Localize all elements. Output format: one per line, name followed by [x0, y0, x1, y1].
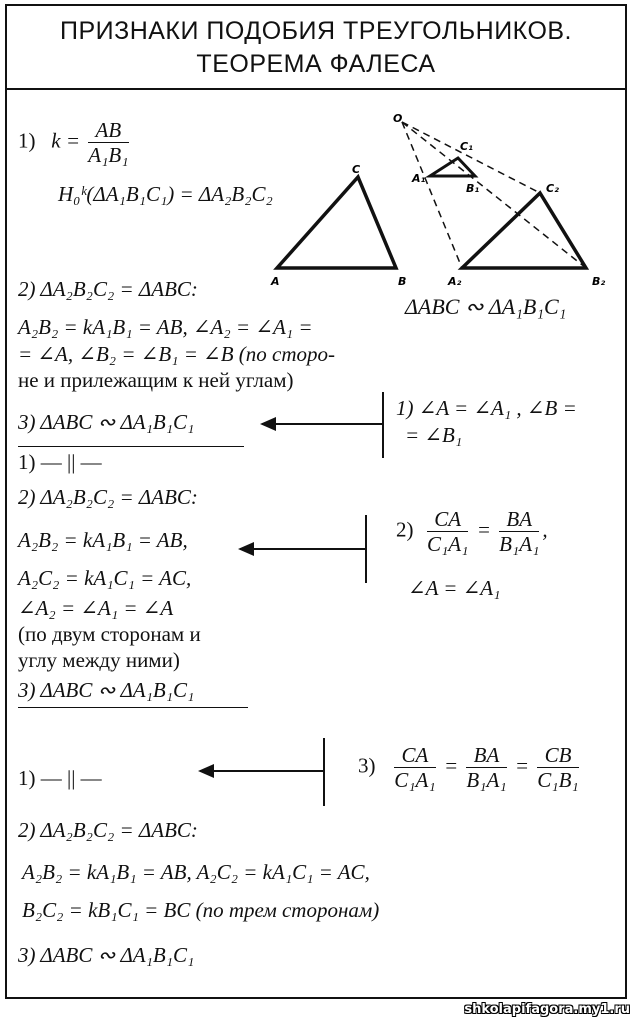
proof2-line-a: A₂B₂ = kA₁B₁ = AB,	[18, 528, 188, 552]
label-c: C	[352, 163, 360, 176]
label-o: O	[393, 112, 402, 125]
proof2-step1: 1) — || —	[18, 450, 102, 474]
arrow-left-icon	[238, 542, 365, 556]
proof1-underline	[18, 446, 244, 447]
proof1-condition-1: 1) ∠A = ∠A₁ , ∠B =	[396, 396, 577, 420]
divider-line	[323, 738, 325, 806]
proof2-line-c: ∠A₂ = ∠A₁ = ∠A	[18, 596, 174, 620]
title-line-2: ТЕОРЕМА ФАЛЕСА	[196, 50, 436, 78]
proof3-step1: 1) — || —	[18, 766, 102, 790]
proof1-homothety: H₀ᵏ(ΔA₁B₁C₁) = ΔA₂B₂C₂	[58, 182, 273, 206]
title-box: ПРИЗНАКИ ПОДОБИЯ ТРЕУГОЛЬНИКОВ. ТЕОРЕМА …	[5, 4, 627, 90]
label-c2: C₂	[546, 182, 559, 195]
divider-line	[365, 515, 367, 583]
proof2-step2: 2) ΔA₂B₂C₂ = ΔABC:	[18, 485, 198, 509]
watermark: shkolapifagora.my1.ru	[464, 1002, 630, 1017]
label-a1: A₁	[411, 172, 426, 185]
homothety-rays	[401, 121, 587, 269]
triangles-figure: A B C O A₁ B₁ C₁ A₂ B₂ C₂	[270, 112, 605, 288]
triangle-abc	[273, 173, 399, 270]
proof2-line-e: углу между ними)	[18, 648, 180, 672]
label-b2: B₂	[592, 275, 605, 288]
label-b: B	[398, 275, 406, 288]
proof2-line-d: (по двум сторонам и	[18, 622, 201, 646]
label-c1: C₁	[460, 140, 473, 153]
figure-caption: ΔABC ∾ ΔA₁B₁C₁	[405, 294, 567, 319]
label-b1: B₁	[466, 182, 479, 195]
proof1-line-c: не и прилежащим к ней углам)	[18, 368, 294, 392]
proof3-step2: 2) ΔA₂B₂C₂ = ΔABC:	[18, 818, 198, 842]
arrow-left-icon	[198, 764, 323, 778]
proof1-condition-2: = ∠B₁	[405, 423, 463, 447]
arrow-left-icon	[260, 417, 382, 431]
proof2-line-b: A₂C₂ = kA₁C₁ = AC,	[18, 566, 192, 590]
proof3-line-a: A₂B₂ = kA₁B₁ = AB, A₂C₂ = kA₁C₁ = AC,	[22, 860, 370, 884]
proof1-step2: 2) ΔA₂B₂C₂ = ΔABC:	[18, 277, 198, 301]
proof1-line-a: A₂B₂ = kA₁B₁ = AB, ∠A₂ = ∠A₁ =	[18, 315, 313, 339]
label-a2: A₂	[447, 275, 462, 288]
proof3-line-b: B₂C₂ = kB₁C₁ = BC (по трем сторонам)	[22, 898, 380, 922]
triangle-a1b1c1	[424, 156, 479, 178]
proof1-line-b: = ∠A, ∠B₂ = ∠B₁ = ∠B (по сторо-	[18, 342, 336, 366]
proof2-condition-angle: ∠A = ∠A₁	[408, 576, 501, 600]
proof2-step3: 3) ΔABC ∾ ΔA₁B₁C₁	[18, 678, 195, 702]
proof1-step3: 3) ΔABC ∾ ΔA₁B₁C₁	[18, 410, 195, 434]
proof3-step3: 3) ΔABC ∾ ΔA₁B₁C₁	[18, 943, 195, 967]
label-a: A	[270, 275, 280, 288]
triangle-a2b2c2	[457, 190, 590, 270]
title-line-1: ПРИЗНАКИ ПОДОБИЯ ТРЕУГОЛЬНИКОВ.	[59, 17, 573, 45]
proof2-underline	[18, 707, 248, 708]
divider-line	[382, 392, 384, 458]
